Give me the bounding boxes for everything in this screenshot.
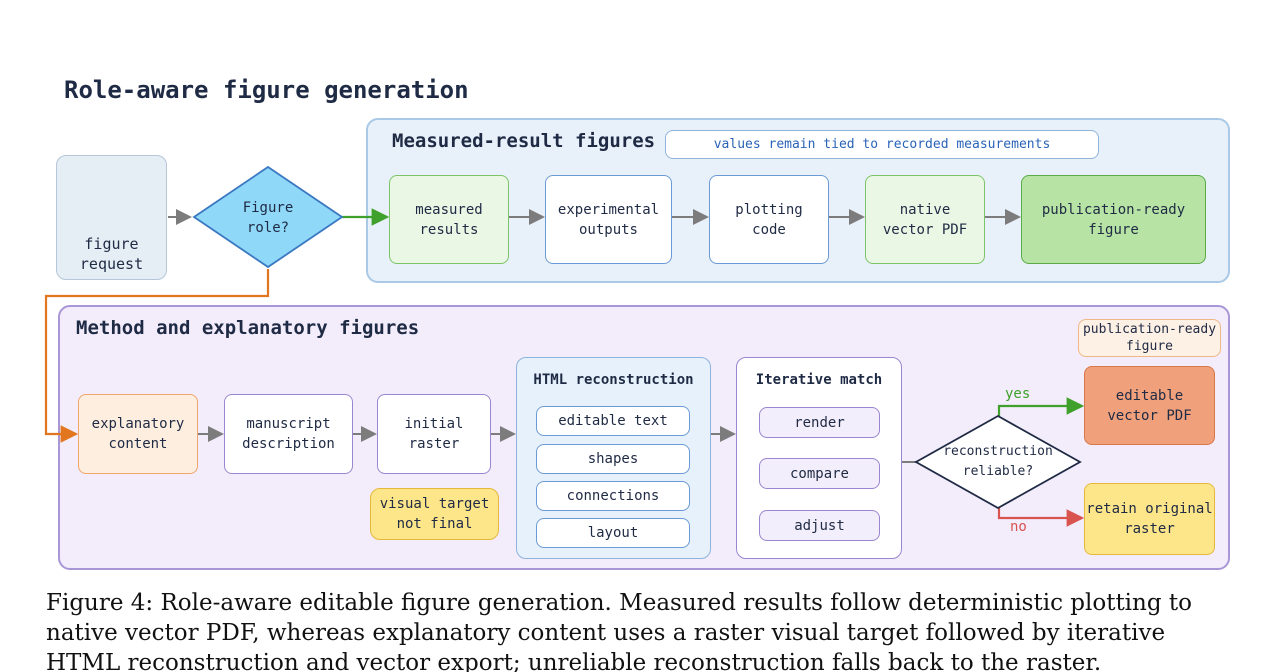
measured-step-1: measured results: [389, 175, 509, 264]
figure-role-diamond: [192, 165, 344, 269]
visual-target-note: visual target not final: [370, 488, 499, 540]
figure-role-label: Figure role?: [242, 200, 294, 236]
measured-step-3: plotting code: [709, 175, 829, 264]
method-step-2: manuscript description: [224, 394, 353, 474]
page-title: Role-aware figure generation: [64, 76, 469, 104]
measured-step-4: native vector PDF: [865, 175, 985, 264]
publication-ready-note: publication-ready figure: [1078, 319, 1221, 357]
figure-request-label: figure request: [79, 235, 144, 273]
yes-label: yes: [1005, 386, 1031, 402]
html-item-connections: connections: [536, 481, 690, 511]
retain-original-raster: retain original raster: [1084, 483, 1215, 555]
match-item-render: render: [759, 407, 880, 438]
figure-caption: Figure 4: Role-aware editable figure gen…: [46, 590, 1192, 672]
html-item-editable-text: editable text: [536, 406, 690, 436]
reliability-diamond: [914, 414, 1082, 510]
html-item-layout: layout: [536, 518, 690, 548]
match-item-compare: compare: [759, 458, 880, 489]
measured-note: values remain tied to recorded measureme…: [665, 130, 1099, 159]
html-item-shapes: shapes: [536, 444, 690, 474]
no-label: no: [1010, 519, 1027, 535]
reliability-label: reconstruction reliable?: [943, 444, 1053, 479]
measured-step-5: publication-ready figure: [1021, 175, 1206, 264]
iterative-match-title: Iterative match: [755, 372, 883, 388]
method-step-3: initial raster: [377, 394, 491, 474]
arrow-role-method: [44, 269, 270, 443]
match-item-adjust: adjust: [759, 510, 880, 541]
html-reconstruction-title: HTML reconstruction: [533, 372, 694, 388]
measured-panel-title: Measured-result figures: [392, 130, 656, 152]
figure-request-card: [56, 155, 167, 280]
method-step-1: explanatory content: [78, 394, 198, 474]
measured-step-2: experimental outputs: [545, 175, 672, 264]
method-panel-title: Method and explanatory figures: [76, 317, 420, 339]
editable-vector-pdf: editable vector PDF: [1084, 366, 1215, 445]
